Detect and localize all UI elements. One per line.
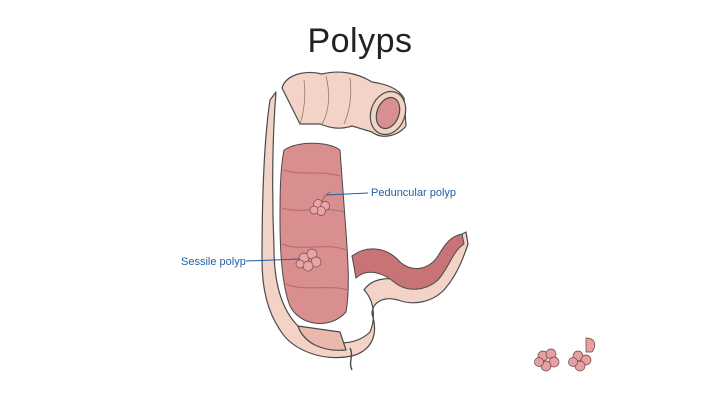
sessile-polyp-label: Sessile polyp — [181, 256, 246, 268]
peduncular-polyp — [309, 191, 331, 216]
slide-title: Polyps — [307, 22, 413, 60]
example-sessile-polyp — [534, 348, 560, 372]
appendix — [349, 347, 353, 371]
colon-cut-ends — [369, 90, 407, 136]
transverse-haustra — [299, 75, 352, 125]
sessile-polyp — [295, 248, 322, 272]
peduncular-polyp-label: Peduncular polyp — [371, 187, 457, 199]
example-peduncular-polyp — [568, 337, 596, 372]
label-pointers — [245, 192, 369, 262]
colon-mucosa — [279, 142, 465, 324]
